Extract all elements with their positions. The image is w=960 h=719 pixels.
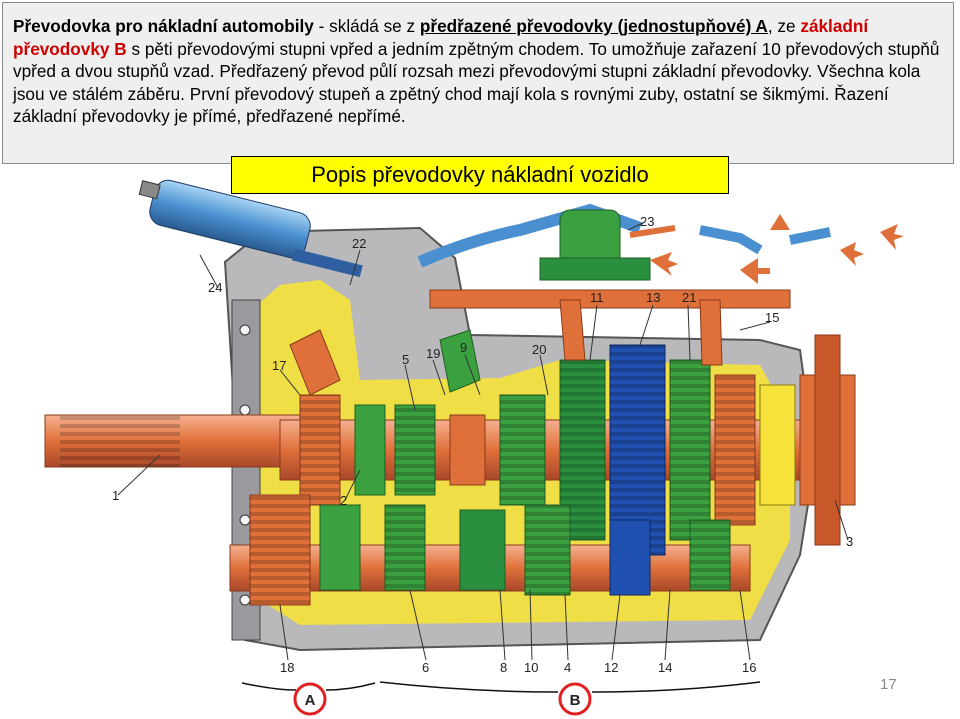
callout-label: 5 — [402, 352, 409, 367]
section-a-label: A — [305, 692, 316, 709]
callout-label: 10 — [524, 660, 538, 675]
shift-forks — [289, 299, 723, 396]
callout-label: 16 — [742, 660, 756, 675]
section-brackets — [241, 681, 761, 693]
description-highlight-b: základní převodovky B — [13, 16, 869, 59]
callout-label: 22 — [352, 236, 366, 251]
callout-label: 20 — [532, 342, 546, 357]
input-shaft — [44, 414, 306, 468]
callout-label: 4 — [564, 660, 571, 675]
gear-set-lower — [249, 494, 731, 606]
description-text: s pěti převodovými stupni vpřed a jedním… — [13, 38, 940, 104]
shift-air-cylinder — [138, 179, 363, 278]
callout-label: 11 — [590, 290, 604, 305]
section-b-label: B — [570, 692, 581, 709]
description-highlight-a: předřazené převodovky (jednostupňové) A — [419, 16, 768, 36]
selector-linkage — [417, 203, 831, 309]
callout-label: 13 — [646, 290, 660, 305]
page-number: 17 — [880, 676, 897, 693]
section-a-marker: A — [293, 682, 327, 716]
callout-numbers: 1 2 3 4 5 6 8 9 10 11 12 13 14 15 16 17 … — [112, 214, 853, 675]
motion-arrow-icon — [650, 214, 904, 284]
output-flange — [799, 334, 856, 546]
callout-label: 3 — [846, 534, 853, 549]
callout-label: 15 — [765, 310, 779, 325]
callout-label: 6 — [422, 660, 429, 675]
callout-label: 9 — [460, 340, 467, 355]
callout-label: 17 — [272, 358, 286, 373]
diagram-caption: Popis převodovky nákladní vozidlo — [231, 156, 729, 194]
callout-label: 2 — [340, 493, 347, 508]
callout-label: 19 — [426, 346, 440, 361]
callout-leaders — [117, 221, 849, 661]
callout-label: 8 — [500, 660, 507, 675]
section-b-marker: B — [558, 682, 592, 716]
description-text: , ze — [767, 16, 801, 36]
description-text: Řazení základní převodovky je přímé, pře… — [13, 83, 889, 127]
callout-label: 18 — [280, 660, 294, 675]
description-text: - skládá se z — [313, 16, 420, 36]
callout-label: 23 — [640, 214, 654, 229]
callout-label: 12 — [604, 660, 618, 675]
callout-label: 14 — [658, 660, 672, 675]
description-title: Převodovka pro nákladní automobily — [13, 16, 314, 36]
callout-label: 21 — [682, 290, 696, 305]
callout-label: 1 — [112, 488, 119, 503]
callout-label: 24 — [208, 280, 222, 295]
description-box: Převodovka pro nákladní automobily - skl… — [2, 2, 954, 164]
